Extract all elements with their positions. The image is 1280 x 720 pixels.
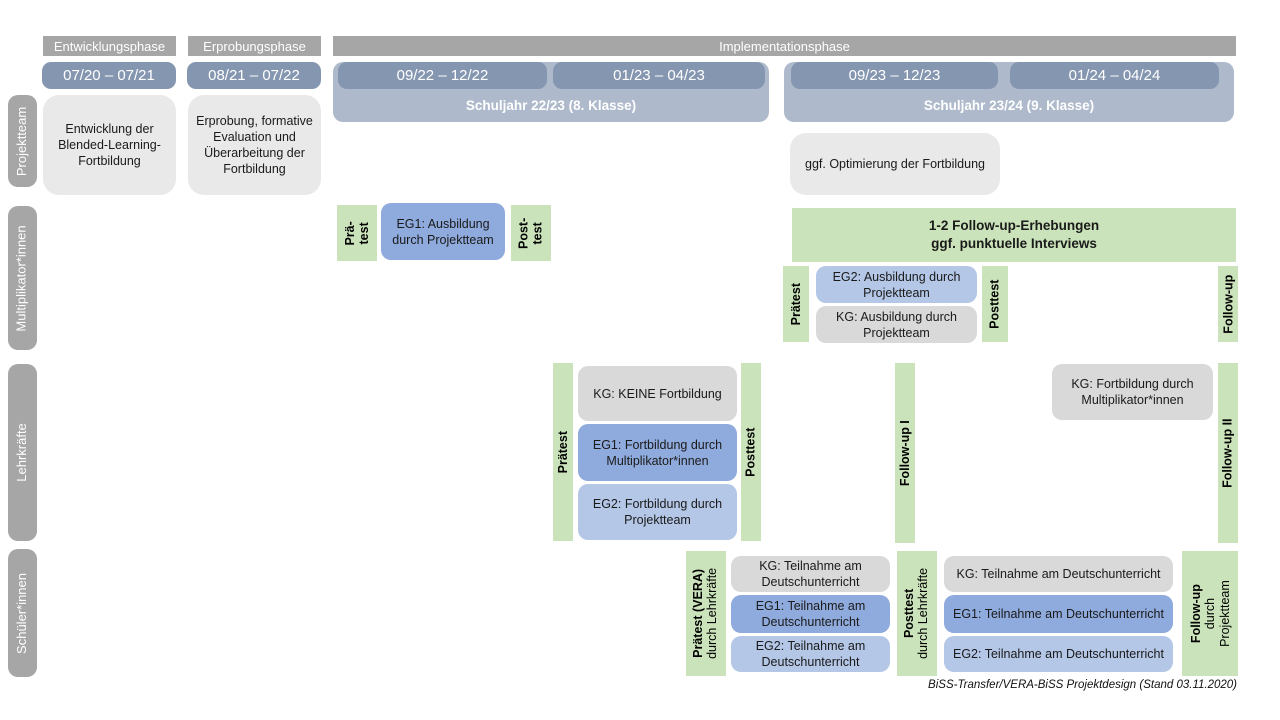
box-entwicklung-fortbildung: Entwicklung der Blended-Learning-Fortbil… (43, 95, 176, 195)
row-label-lehrkraefte: Lehrkräfte (8, 364, 37, 541)
date-bar-0124-0424: 01/24 – 04/24 (1010, 62, 1219, 89)
bar-praetest-vera-schueler: Prätest (VERA) durch Lehrkräfte (686, 551, 726, 676)
bar-followup-schueler: Follow-up durch Projektteam (1182, 551, 1238, 676)
box-kg-ausbildung: KG: Ausbildung durch Projektteam (816, 306, 977, 343)
box-eg2-fortbildung-projektteam: EG2: Fortbildung durch Projektteam (578, 484, 737, 540)
bar-praetest-multiplikatoren-2: Prätest (783, 266, 809, 342)
bar-posttest-multiplikatoren-1: Post- test (511, 205, 551, 261)
box-kg-teilnahme-1: KG: Teilnahme am Deutschunterricht (731, 556, 890, 592)
date-bar-0923-1223: 09/23 – 12/23 (791, 62, 998, 89)
phase-bar-implementation: Implementationsphase (333, 36, 1236, 56)
schoolyear-container-2223: 09/22 – 12/22 01/23 – 04/23 Schuljahr 22… (333, 62, 769, 122)
box-eg1-fortbildung-multiplikatoren: EG1: Fortbildung durch Multiplikator*inn… (578, 424, 737, 481)
phase-bar-erprobung: Erprobungsphase (188, 36, 321, 56)
box-kg-keine-fortbildung: KG: KEINE Fortbildung (578, 366, 737, 421)
date-bar-0720-0721: 07/20 – 07/21 (42, 62, 176, 89)
bar-praetest-lehrkraefte: Prätest (553, 363, 573, 541)
box-followup-erhebungen: 1-2 Follow-up-Erhebungen ggf. punktuelle… (792, 208, 1236, 262)
box-eg2-teilnahme-2: EG2: Teilnahme am Deutschunterricht (944, 636, 1173, 672)
box-kg-teilnahme-2: KG: Teilnahme am Deutschunterricht (944, 556, 1173, 592)
row-label-projektteam: Projektteam (8, 95, 37, 187)
bar-followup1-lehrkraefte: Follow-up I (895, 363, 915, 543)
bar-followup2-lehrkraefte: Follow-up II (1218, 363, 1238, 543)
box-kg-fortbildung-multiplikatoren: KG: Fortbildung durch Multiplikator*inne… (1052, 364, 1213, 420)
box-eg1-teilnahme-2: EG1: Teilnahme am Deutschunterricht (944, 595, 1173, 633)
date-bar-0922-1222: 09/22 – 12/22 (338, 62, 547, 89)
date-bar-0821-0722: 08/21 – 07/22 (187, 62, 321, 89)
bar-posttest-lehrkraefte: Posttest (741, 363, 761, 541)
phase-bar-entwicklung: Entwicklungsphase (43, 36, 176, 56)
bar-posttest-multiplikatoren-2: Posttest (982, 266, 1008, 342)
box-eg2-ausbildung: EG2: Ausbildung durch Projektteam (816, 266, 977, 303)
box-eg1-teilnahme-1: EG1: Teilnahme am Deutschunterricht (731, 595, 890, 633)
schoolyear-label-2324: Schuljahr 23/24 (9. Klasse) (923, 98, 1095, 113)
row-label-schueler: Schüler*innen (8, 549, 37, 677)
box-eg1-ausbildung: EG1: Ausbildung durch Projektteam (381, 203, 505, 260)
bar-posttest-schueler: Posttest durch Lehrkräfte (897, 551, 937, 676)
bar-praetest-multiplikatoren-1: Prä- test (337, 205, 377, 261)
footer-caption: BiSS-Transfer/VERA-BiSS Projektdesign (S… (928, 679, 1237, 691)
box-eg2-teilnahme-1: EG2: Teilnahme am Deutschunterricht (731, 636, 890, 672)
row-label-multiplikatoren: Multiplikator*innen (8, 206, 37, 350)
box-optimierung-fortbildung: ggf. Optimierung der Fortbildung (790, 133, 1000, 195)
schoolyear-container-2324: 09/23 – 12/23 01/24 – 04/24 Schuljahr 23… (784, 62, 1234, 122)
date-bar-0123-0423: 01/23 – 04/23 (553, 62, 765, 89)
schoolyear-label-2223: Schuljahr 22/23 (8. Klasse) (465, 98, 637, 113)
bar-followup-multiplikatoren: Follow-up (1218, 266, 1238, 342)
box-erprobung-evaluation: Erprobung, formative Evaluation und Über… (188, 95, 321, 195)
